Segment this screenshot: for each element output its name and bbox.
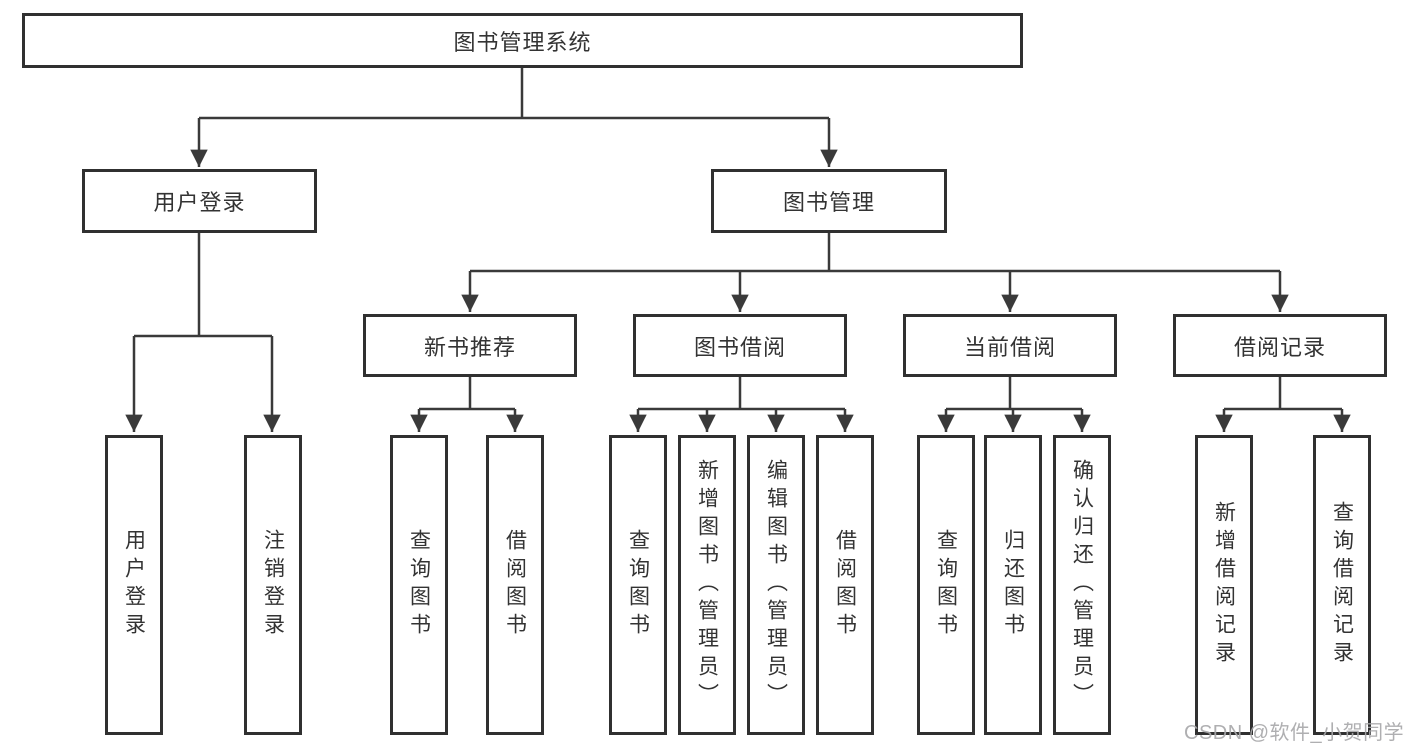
watermark: CSDN @软件_小贺同学 bbox=[1184, 722, 1405, 744]
node-leaf-confirm-return-admin: 确认归还（管理员） bbox=[1053, 435, 1111, 735]
node-leaf-borrow-books-rec: 借阅图书 bbox=[486, 435, 544, 735]
node-label: 归还图书 bbox=[1001, 529, 1025, 641]
node-leaf-add-books-admin: 新增图书（管理员） bbox=[678, 435, 736, 735]
node-label: 用户登录 bbox=[122, 529, 146, 641]
node-book-borrowing: 图书借阅 bbox=[633, 314, 847, 377]
node-leaf-query-books-borrow: 查询图书 bbox=[609, 435, 667, 735]
node-label: 编辑图书（管理员） bbox=[764, 459, 788, 711]
node-label: 注销登录 bbox=[261, 529, 285, 641]
node-label: 查询借阅记录 bbox=[1330, 501, 1354, 669]
node-leaf-logout: 注销登录 bbox=[244, 435, 302, 735]
node-label: 图书管理 bbox=[782, 190, 875, 215]
node-label: 新增图书（管理员） bbox=[695, 459, 719, 711]
node-leaf-edit-books-admin: 编辑图书（管理员） bbox=[747, 435, 805, 735]
node-label: 查询图书 bbox=[407, 529, 431, 641]
node-label: 新增借阅记录 bbox=[1212, 501, 1236, 669]
node-label: 查询图书 bbox=[934, 529, 958, 641]
node-library-management-system: 图书管理系统 bbox=[22, 13, 1023, 68]
node-label: 借阅图书 bbox=[503, 529, 527, 641]
node-label: 图书借阅 bbox=[693, 334, 786, 360]
node-label: 借阅图书 bbox=[833, 529, 857, 641]
node-label: 新书推荐 bbox=[423, 334, 516, 360]
node-leaf-user-login: 用户登录 bbox=[105, 435, 163, 735]
node-leaf-query-borrow-record: 查询借阅记录 bbox=[1313, 435, 1371, 735]
node-borrowing-records: 借阅记录 bbox=[1173, 314, 1387, 377]
node-label: 确认归还（管理员） bbox=[1070, 459, 1094, 711]
node-current-borrowing: 当前借阅 bbox=[903, 314, 1117, 377]
node-leaf-query-books-rec: 查询图书 bbox=[390, 435, 448, 735]
node-leaf-add-borrow-record: 新增借阅记录 bbox=[1195, 435, 1253, 735]
node-leaf-borrow-books: 借阅图书 bbox=[816, 435, 874, 735]
node-label: 借阅记录 bbox=[1233, 334, 1326, 360]
node-label: 图书管理系统 bbox=[453, 29, 592, 55]
node-leaf-return-books: 归还图书 bbox=[984, 435, 1042, 735]
node-label: 当前借阅 bbox=[963, 334, 1056, 360]
node-leaf-query-books-current: 查询图书 bbox=[917, 435, 975, 735]
node-label: 用户登录 bbox=[153, 190, 246, 215]
node-user-login: 用户登录 bbox=[82, 169, 317, 233]
node-label: 查询图书 bbox=[626, 529, 650, 641]
node-book-management: 图书管理 bbox=[711, 169, 947, 233]
node-new-book-recommendation: 新书推荐 bbox=[363, 314, 577, 377]
